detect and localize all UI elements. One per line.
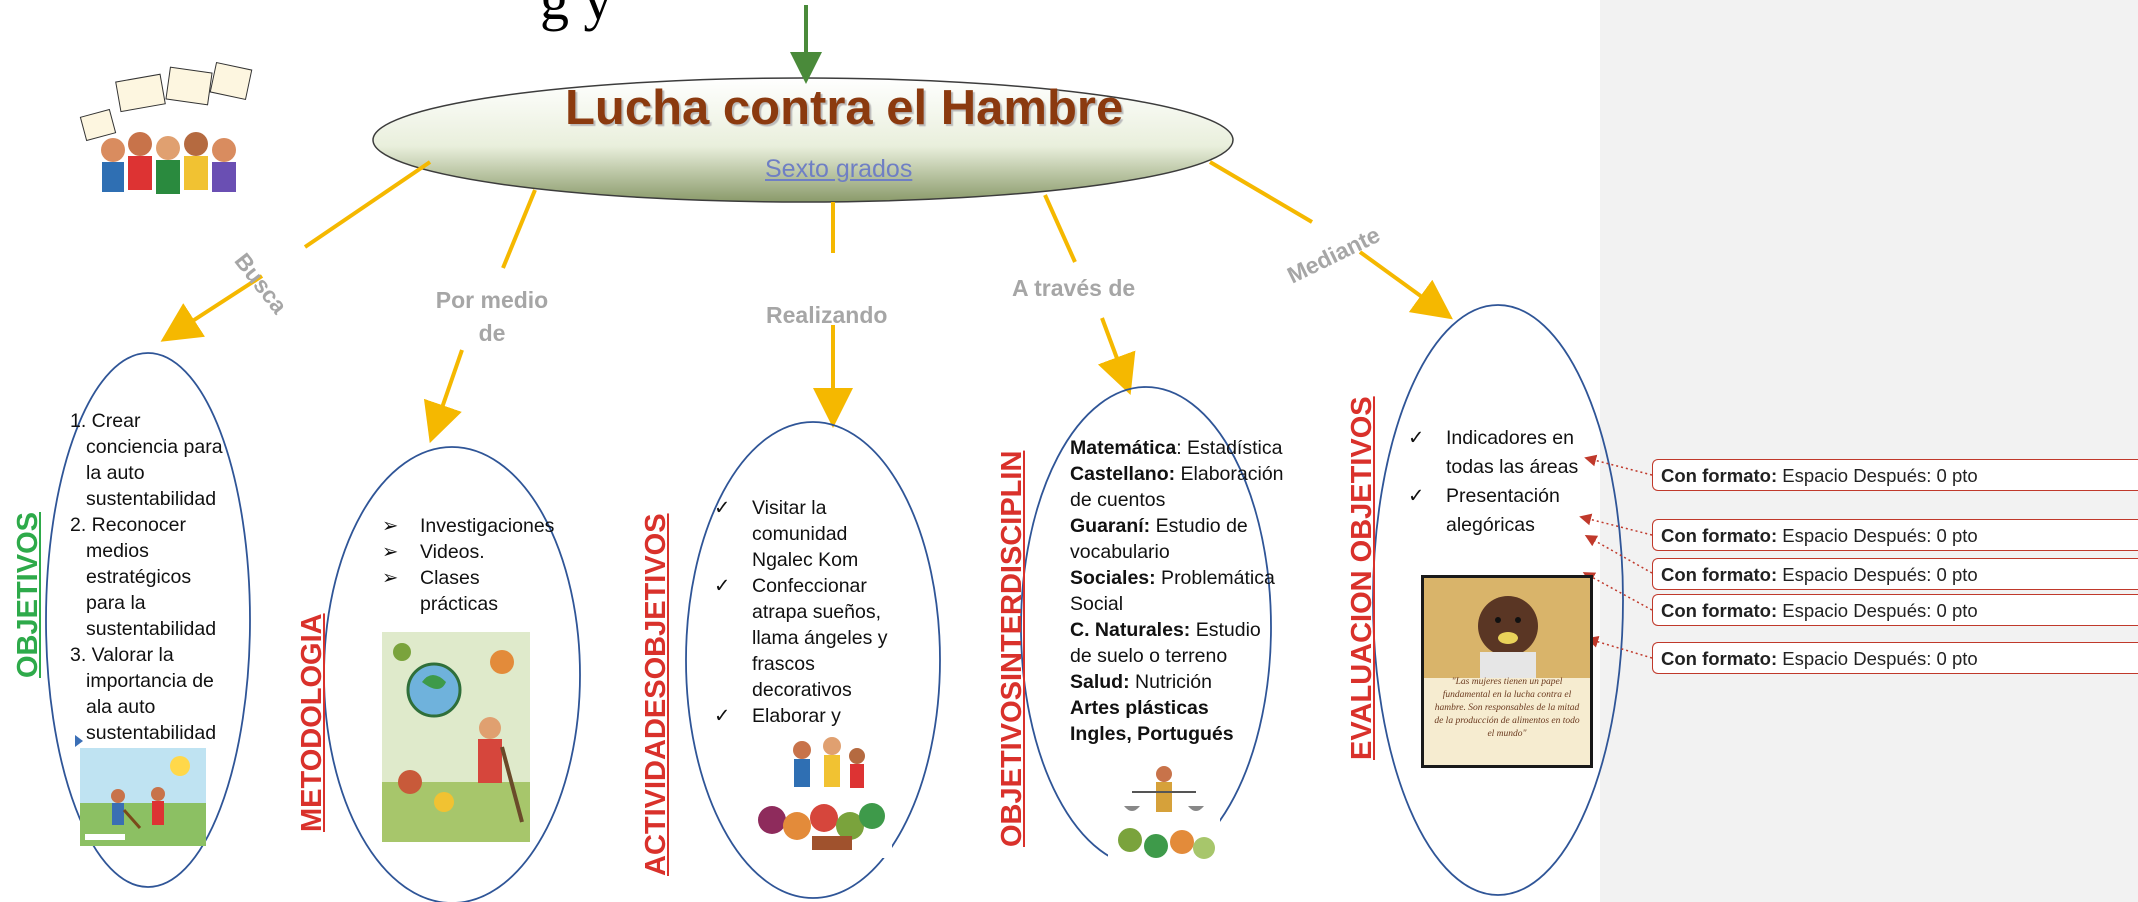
connector-label-por-medio: Por medio de bbox=[428, 284, 556, 350]
interdisciplinarios-list: Matemática: Estadística Castellano: Elab… bbox=[1070, 435, 1285, 747]
check-icon: ✓ bbox=[714, 575, 731, 597]
label-actividades: ACTIVIDADESOBJETIVOS bbox=[640, 513, 672, 876]
evaluacion-item: ✓Presentación alegóricas bbox=[1408, 482, 1588, 540]
mediante-line-upper bbox=[1208, 160, 1314, 224]
connector-label-busca: Busca bbox=[229, 248, 293, 319]
connector-label-por-medio-line1: Por medio bbox=[435, 287, 549, 313]
check-icon: ✓ bbox=[1408, 427, 1425, 449]
subject-item: Guaraní: Estudio de vocabulario bbox=[1070, 515, 1248, 563]
metodologia-item: ➢Investigaciones bbox=[382, 515, 555, 537]
label-metodologia: METODOLOGIA bbox=[296, 613, 328, 832]
clipped-heading-text: g y bbox=[540, 0, 613, 33]
subject-item: C. Naturales: Estudio de suelo o terreno bbox=[1070, 619, 1261, 667]
objetivo-item: 1. Crear conciencia para la auto sustent… bbox=[70, 410, 223, 510]
format-comment[interactable]: Con formato: Espacio Después: 0 pto bbox=[1652, 594, 2138, 626]
connector-label-realizando: Realizando bbox=[766, 302, 888, 328]
market-scale-illustration bbox=[1108, 760, 1220, 872]
objetivo-item: 3. Valorar la importancia de ala auto su… bbox=[70, 644, 217, 744]
a-traves-line-upper bbox=[1043, 194, 1077, 263]
busca-line-upper bbox=[303, 160, 432, 249]
evaluacion-item: ✓Indicadores en todas las áreas bbox=[1408, 424, 1588, 482]
photo-quote: "Las mujeres tienen un papel fundamental… bbox=[1434, 677, 1580, 739]
arrow-bullet-icon: ➢ bbox=[382, 515, 399, 537]
format-comment[interactable]: Con formato: Espacio Después: 0 pto bbox=[1652, 642, 2138, 674]
metodologia-item: ➢Clases prácticas bbox=[382, 567, 499, 615]
subject-item: Sociales: Problemática Social bbox=[1070, 567, 1275, 615]
label-objetivos: OBJETIVOS bbox=[12, 512, 44, 678]
actividad-item: ✓Visitar la comunidad Ngalec Kom bbox=[714, 497, 859, 571]
format-comment[interactable]: Con formato: Espacio Después: 0 pto bbox=[1652, 558, 2138, 590]
bullet-marker-icon bbox=[75, 735, 83, 747]
metodologia-list: ➢Investigaciones ➢Videos. ➢Clases prácti… bbox=[382, 513, 562, 617]
actividad-item: ✓Elaborar y bbox=[714, 705, 841, 727]
map-subtitle: Sexto grados bbox=[765, 155, 913, 183]
objetivos-list: 1. Crear conciencia para la auto sustent… bbox=[70, 408, 230, 746]
por-medio-line-upper bbox=[501, 189, 537, 269]
a-traves-line-lower bbox=[1097, 317, 1136, 396]
map-title: Lucha contra el Hambre bbox=[565, 81, 1124, 135]
por-medio-line-lower bbox=[423, 349, 464, 444]
protest-illustration bbox=[78, 58, 253, 203]
connector-label-mediante: Mediante bbox=[1283, 221, 1384, 289]
evaluacion-list: ✓Indicadores en todas las áreas ✓Present… bbox=[1408, 424, 1588, 540]
subject-item: Castellano: Elaboración de cuentos bbox=[1070, 463, 1284, 511]
arrow-bullet-icon: ➢ bbox=[382, 567, 399, 589]
child-eating-photo: "Las mujeres tienen un papel fundamental… bbox=[1421, 575, 1593, 768]
actividades-list: ✓Visitar la comunidad Ngalec Kom ✓Confec… bbox=[714, 495, 904, 729]
children-farming-illustration bbox=[80, 748, 206, 846]
format-comment[interactable]: Con formato: Espacio Después: 0 pto bbox=[1652, 459, 2138, 491]
subject-item: Artes plásticas bbox=[1070, 697, 1209, 719]
mediante-line-lower bbox=[1358, 250, 1453, 320]
metodologia-item: ➢Videos. bbox=[382, 541, 485, 563]
subject-item: Matemática: Estadística bbox=[1070, 437, 1283, 459]
arrow-bullet-icon: ➢ bbox=[382, 541, 399, 563]
farmer-globe-illustration bbox=[382, 632, 530, 842]
subject-item: Ingles, Portugués bbox=[1070, 723, 1234, 745]
comments-pane bbox=[1600, 0, 2138, 902]
subject-item: Salud: Nutrición bbox=[1070, 671, 1212, 693]
connector-label-por-medio-line2: de bbox=[478, 320, 506, 346]
objetivo-item: 2. Reconocer medios estratégicos para la… bbox=[70, 514, 217, 640]
format-comment[interactable]: Con formato: Espacio Después: 0 pto bbox=[1652, 519, 2138, 551]
actividad-item: ✓Confeccionar atrapa sueños, llama ángel… bbox=[714, 575, 888, 701]
label-evaluacion: EVALUACION OBJETIVOS bbox=[1346, 396, 1378, 760]
check-icon: ✓ bbox=[1408, 485, 1425, 507]
check-icon: ✓ bbox=[714, 497, 731, 519]
label-interdisciplin: OBJETIVOSINTERDISCIPLIN bbox=[996, 450, 1028, 847]
check-icon: ✓ bbox=[714, 705, 731, 727]
food-family-illustration bbox=[752, 730, 892, 858]
connector-label-a-traves-de: A través de bbox=[1012, 275, 1136, 301]
